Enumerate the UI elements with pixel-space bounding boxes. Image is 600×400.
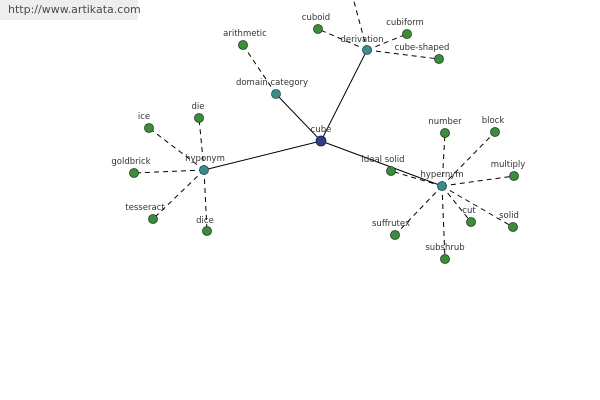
- leaf-node-block[interactable]: [490, 127, 500, 137]
- leaf-label-number: number: [428, 117, 462, 127]
- leaf-label-ice: ice: [138, 112, 150, 122]
- leaf-label-goldbrick: goldbrick: [111, 157, 150, 167]
- leaf-node-tesseract[interactable]: [148, 214, 158, 224]
- leaf-node-ice[interactable]: [144, 123, 154, 133]
- leaf-label-die: die: [192, 102, 205, 112]
- leaf-node-cuboid[interactable]: [313, 24, 323, 34]
- relation-label-hypernym: hypernym: [420, 170, 463, 180]
- leaf-label-tesseract: tesseract: [125, 203, 165, 213]
- relation-label-domain-category: domain category: [236, 78, 308, 88]
- edge-hyponym-leaf-0: [148, 127, 205, 171]
- leaf-node-suffrutex[interactable]: [390, 230, 400, 240]
- leaf-node-subshrub[interactable]: [440, 254, 450, 264]
- leaf-label-arithmetic: arithmetic: [223, 29, 267, 39]
- relation-node-hyponym[interactable]: [199, 165, 209, 175]
- edge-hyponym-leaf-4: [203, 169, 208, 232]
- edge-center-hyponym: [203, 140, 322, 171]
- edge-derivation-leaf-1: [366, 33, 408, 51]
- edge-derivation-leaf-3: [353, 0, 368, 51]
- leaf-node-number[interactable]: [440, 128, 450, 138]
- leaf-node-cubiform[interactable]: [402, 29, 412, 39]
- leaf-label-cuboid: cuboid: [302, 13, 330, 23]
- edge-hypernym-leaf-7: [394, 185, 443, 236]
- edge-hypernym-leaf-2: [441, 131, 496, 187]
- edge-hyponym-leaf-3: [152, 169, 205, 220]
- center-label: cube: [311, 125, 332, 135]
- leaf-node-multiply[interactable]: [509, 171, 519, 181]
- relation-label-derivation: derivation: [340, 35, 383, 45]
- edge-hypernym-leaf-4: [441, 185, 514, 228]
- leaf-label-cut: cut: [462, 206, 476, 216]
- edge-derivation-leaf-2: [366, 49, 440, 60]
- graph-labels: arithmetic cuboid cubiform cube-shaped ice di…: [111, 13, 525, 253]
- relation-node-domain-category[interactable]: [271, 89, 281, 99]
- relation-label-hyponym: hyponym: [185, 154, 225, 164]
- edge-domain-category-leaf-0: [242, 44, 277, 95]
- site-url-label[interactable]: http://www.artikata.com: [0, 0, 141, 20]
- leaf-label-suffrutex: suffrutex: [372, 219, 410, 229]
- edge-hypernym-leaf-6: [441, 185, 446, 260]
- relation-node-derivation[interactable]: [362, 45, 372, 55]
- edge-center-domain-category: [275, 93, 322, 142]
- leaf-node-die[interactable]: [194, 113, 204, 123]
- leaf-label-dice: dice: [196, 216, 214, 226]
- edge-center-derivation: [320, 49, 368, 142]
- edge-hypernym-leaf-3: [441, 175, 515, 187]
- leaf-node-dice[interactable]: [202, 226, 212, 236]
- leaf-label-cubiform: cubiform: [386, 18, 424, 28]
- edge-hypernym-leaf-5: [441, 185, 472, 223]
- graph-edges: [133, 0, 515, 260]
- leaf-label-subshrub: subshrub: [425, 243, 464, 253]
- leaf-node-ideal-solid[interactable]: [386, 166, 396, 176]
- leaf-node-arithmetic[interactable]: [238, 40, 248, 50]
- leaf-label-solid: solid: [499, 211, 519, 221]
- leaf-node-cube-shaped[interactable]: [434, 54, 444, 64]
- relation-node-hypernym[interactable]: [437, 181, 447, 191]
- graph-nodes: [129, 24, 519, 264]
- leaf-node-goldbrick[interactable]: [129, 168, 139, 178]
- edge-center-hypernym: [320, 140, 443, 187]
- edge-hyponym-leaf-2: [133, 169, 205, 174]
- leaf-node-solid[interactable]: [508, 222, 518, 232]
- leaf-label-ideal-solid: ideal solid: [361, 155, 404, 165]
- leaf-label-block: block: [482, 116, 505, 126]
- center-node-cube[interactable]: [315, 135, 327, 147]
- leaf-label-cube-shaped: cube-shaped: [395, 43, 450, 53]
- leaf-node-cut[interactable]: [466, 217, 476, 227]
- leaf-label-multiply: multiply: [491, 160, 526, 170]
